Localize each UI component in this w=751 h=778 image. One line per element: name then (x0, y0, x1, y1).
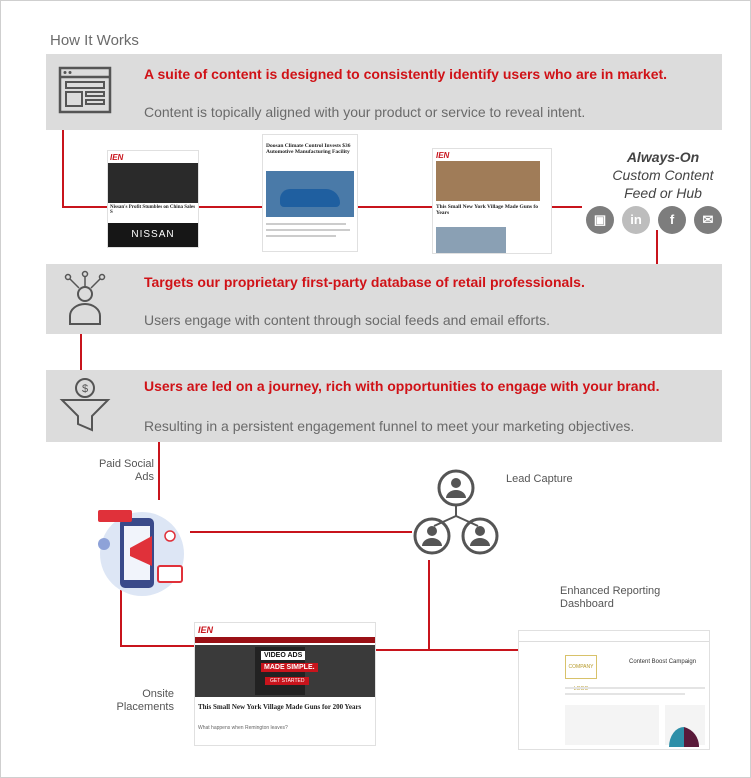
step-band-journey: $ Users are led on a journey, rich with … (46, 370, 722, 442)
step-band-targeting: Targets our proprietary first-party data… (46, 264, 722, 334)
connector-line (80, 332, 82, 370)
web-page-icon (58, 66, 112, 114)
connector-line (374, 649, 518, 651)
page-title: How It Works (50, 32, 139, 49)
band-subtext: Resulting in a persistent engagement fun… (144, 418, 635, 434)
step-band-content: A suite of content is designed to consis… (46, 54, 722, 130)
article-headline: Nissan's Profit Stumbles on China Sales … (110, 205, 196, 215)
article-subhead: What happens when Remington leaves? (198, 725, 288, 731)
village-image (436, 227, 506, 253)
connector-line (656, 230, 658, 264)
banner-image (436, 161, 540, 201)
email-icon[interactable]: ✉ (694, 206, 722, 234)
ien-logo: IEN (198, 625, 214, 635)
nissan-image: NISSAN (108, 223, 198, 247)
article-thumbnail[interactable]: IEN Nissan's Profit Stumbles on China Sa… (107, 150, 199, 248)
ien-logo: IEN (436, 151, 450, 160)
band-headline: A suite of content is designed to consis… (144, 66, 668, 82)
video-ad-banner: VIDEO ADS MADE SIMPLE. GET STARTED (195, 645, 375, 697)
linkedin-icon[interactable]: in (622, 206, 650, 234)
reporting-dashboard-thumbnail[interactable]: COMPANY LOGO Content Boost Campaign (518, 630, 710, 750)
tire-image (108, 163, 198, 203)
lead-capture-label: Lead Capture (506, 473, 573, 485)
connector-line (190, 531, 412, 533)
dashboard-header: Content Boost Campaign (629, 659, 697, 665)
article-headline: This Small New York Village Made Guns fo… (436, 204, 539, 216)
band-headline: Targets our proprietary first-party data… (144, 274, 585, 290)
connector-line (428, 560, 430, 650)
ien-logo: IEN (110, 153, 124, 162)
article-thumbnail[interactable]: Doosan Climate Control Invests $36 Autom… (262, 134, 358, 252)
article-headline: This Small New York Village Made Guns fo… (198, 703, 362, 711)
always-on-label: Always-On Custom Content Feed or Hub (612, 149, 714, 201)
facebook-icon[interactable]: f (658, 206, 686, 234)
connector-line (120, 645, 196, 647)
megaphone-phone-illustration (98, 510, 184, 596)
get-started-button: GET STARTED (265, 677, 310, 685)
connector-line (120, 590, 122, 646)
band-headline: Users are led on a journey, rich with op… (144, 378, 660, 394)
pie-chart-icon (669, 727, 699, 747)
svg-text:$: $ (82, 383, 88, 395)
company-logo: COMPANY LOGO (565, 655, 597, 692)
article-thumbnail[interactable]: IEN This Small New York Village Made Gun… (432, 148, 552, 254)
user-network-icon (64, 270, 106, 325)
funnel-dollar-icon: $ (59, 378, 111, 432)
article-headline: Doosan Climate Control Invests $36 Autom… (266, 143, 351, 155)
media-icon[interactable]: ▣ (586, 206, 614, 234)
connector-line (62, 130, 64, 208)
car-image (266, 171, 354, 217)
connector-line (158, 440, 160, 500)
band-subtext: Users engage with content through social… (144, 312, 550, 328)
onsite-placement-thumbnail[interactable]: IEN VIDEO ADS MADE SIMPLE. GET STARTED T… (194, 622, 376, 746)
band-subtext: Content is topically aligned with your p… (144, 104, 586, 120)
lead-capture-people-icon (413, 469, 499, 555)
